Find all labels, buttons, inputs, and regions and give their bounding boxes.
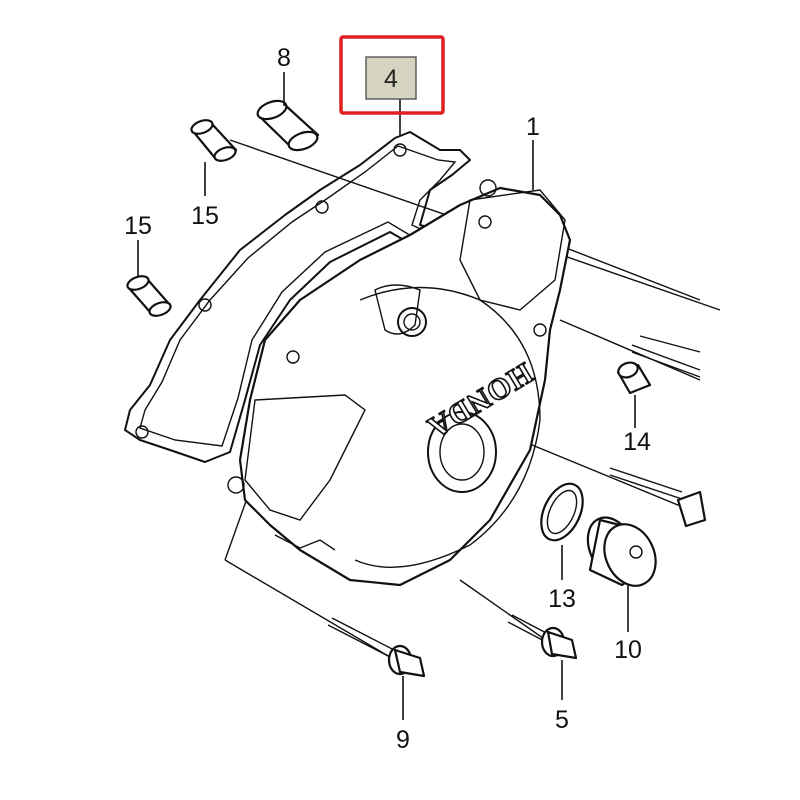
highlight-frame (339, 35, 445, 115)
gasket-hole (198, 298, 212, 312)
callout-5: 5 (555, 706, 569, 734)
callout-10: 10 (614, 636, 642, 664)
bolt-upper-right-2 (639, 335, 701, 353)
callout-14: 14 (623, 428, 651, 456)
callout-4: 4 (384, 65, 398, 93)
gasket-hole (135, 425, 149, 439)
gasket-hole (393, 143, 407, 157)
generator-cover (227, 179, 572, 587)
callout-9: 9 (396, 726, 410, 754)
callout-4-box (365, 56, 417, 100)
highlighted-callout-4[interactable]: 4 (339, 35, 445, 115)
flange-bolt-lower-left (327, 617, 426, 678)
gasket-hole (315, 200, 329, 214)
gasket (124, 131, 471, 463)
dowel-pin-large (256, 99, 320, 152)
dowel-pin-small-1 (190, 119, 238, 162)
flange-bolt-lower-middle (507, 614, 578, 660)
callout-1: 1 (526, 113, 540, 141)
bolt-upper-right (616, 344, 701, 395)
gasket-inner-edge (139, 145, 457, 447)
plug-cap (586, 516, 657, 587)
callout-8: 8 (277, 44, 291, 72)
callout-13: 13 (548, 585, 576, 613)
leader-lines (137, 72, 636, 720)
callout-15-upper: 15 (191, 202, 219, 230)
dowel-pin-small-2 (126, 275, 172, 317)
callout-15-lower: 15 (124, 212, 152, 240)
o-ring (540, 482, 584, 542)
long-bolt-right (609, 467, 707, 528)
